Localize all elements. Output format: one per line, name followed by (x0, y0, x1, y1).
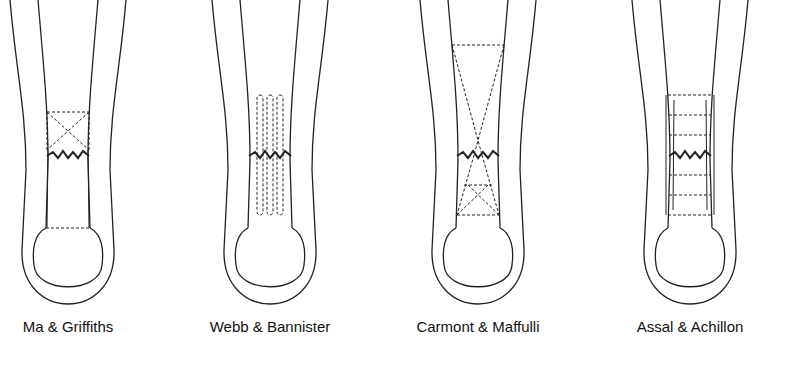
leg-figure (632, 0, 748, 304)
leg-figure (212, 0, 328, 304)
method-label: Carmont & Maffulli (416, 318, 539, 335)
leg-figure (420, 0, 536, 304)
method-label: Assal & Achillon (637, 318, 744, 335)
leg-figure (10, 0, 126, 304)
method-label: Ma & Griffiths (23, 318, 114, 335)
method-label: Webb & Bannister (210, 318, 331, 335)
